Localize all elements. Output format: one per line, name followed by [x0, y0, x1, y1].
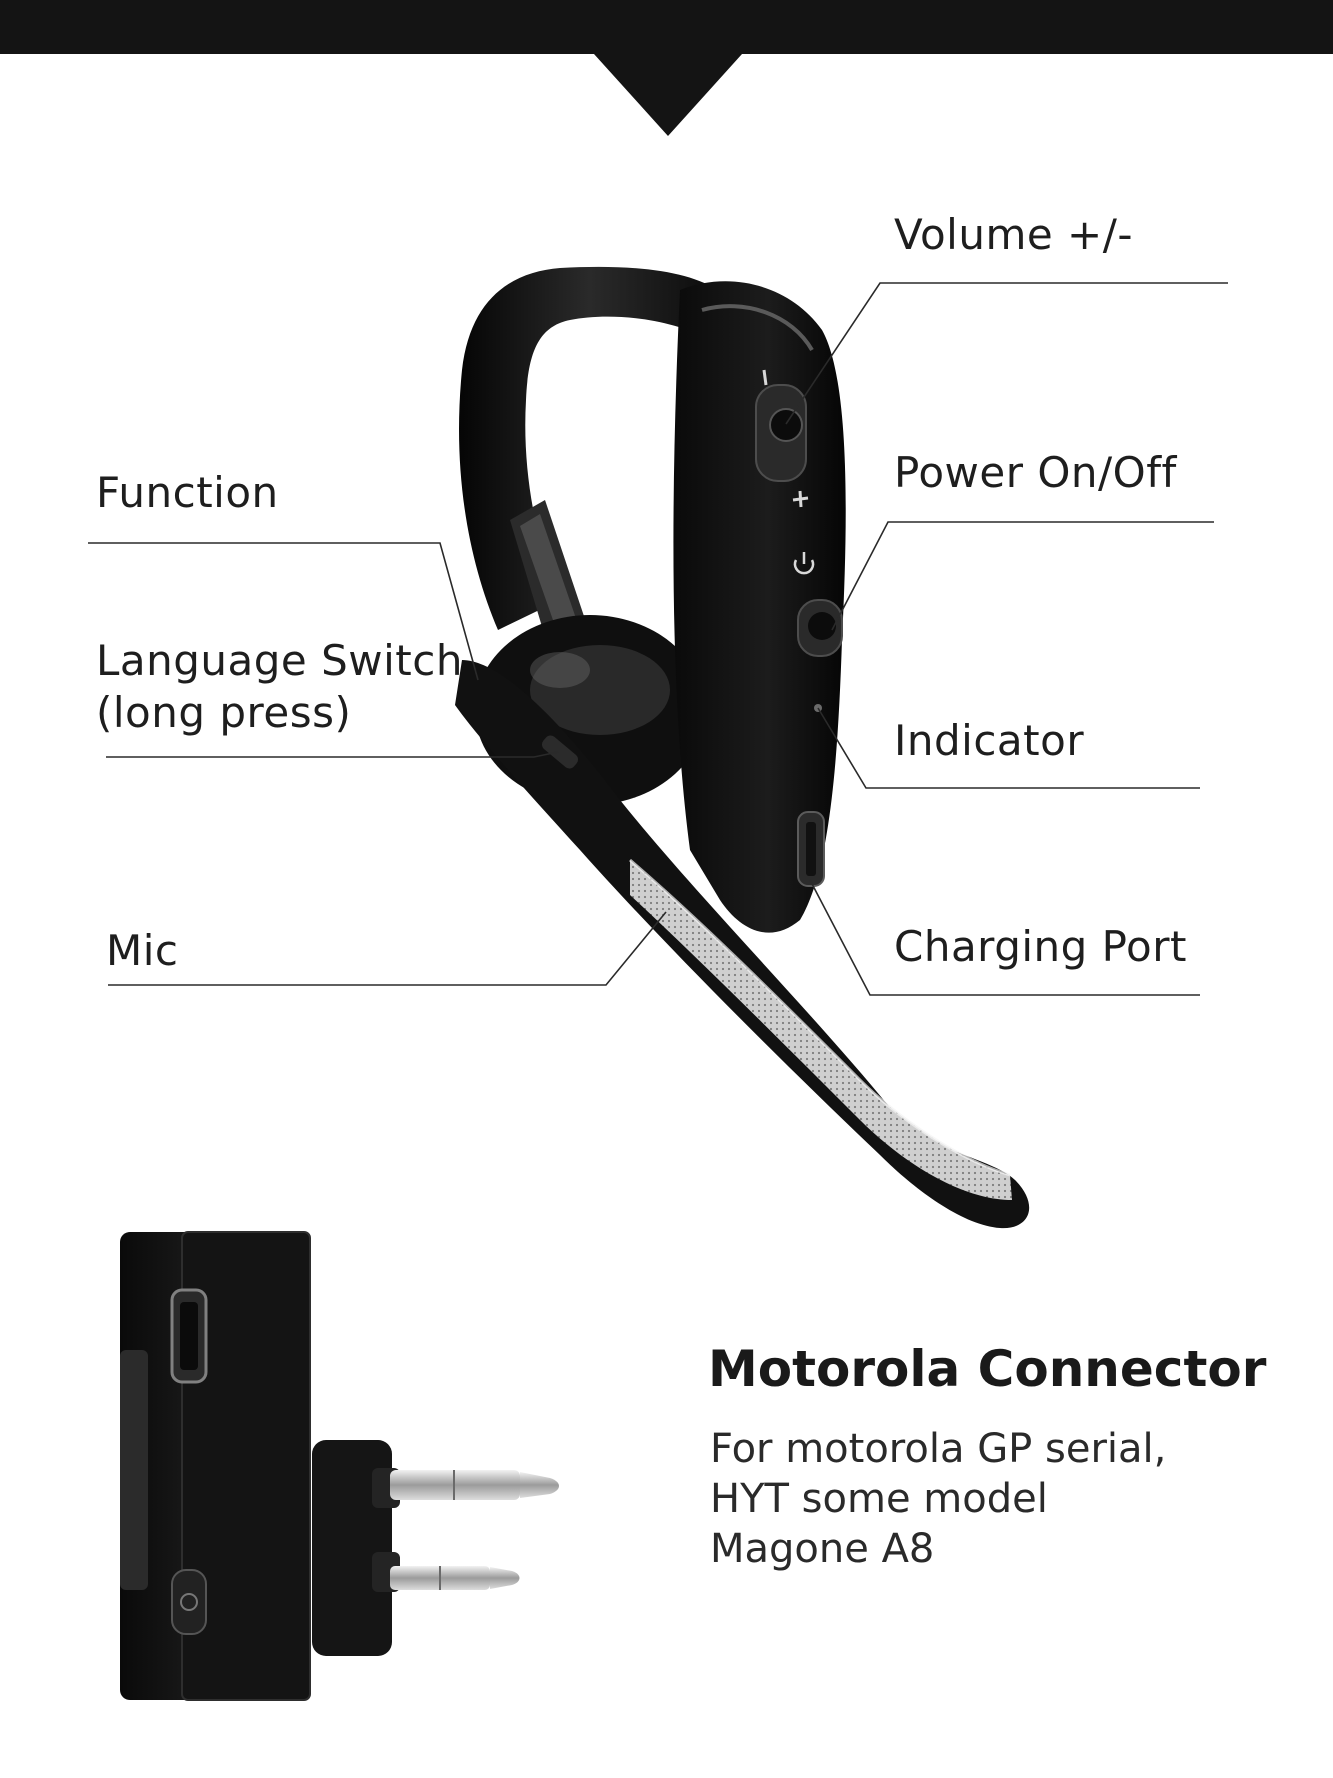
label-language-switch: Language Switch: [96, 636, 463, 685]
connector-description: For motorola GP serial, HYT some model M…: [710, 1424, 1166, 1574]
headset-body: [673, 281, 846, 933]
volume-knob: [769, 408, 803, 442]
connector-line: Magone A8: [710, 1526, 935, 1572]
motorola-adapter: [120, 1231, 559, 1701]
callout-line-language: [106, 751, 559, 758]
label-mic: Mic: [106, 926, 179, 975]
callout-line-mic: [108, 911, 667, 986]
adapter-pin-large: [390, 1470, 559, 1500]
label-long-press: (long press): [96, 688, 352, 737]
mic-side-slot: [541, 735, 579, 769]
boom-mic: [455, 660, 1030, 1229]
adapter-power-button: [171, 1569, 207, 1635]
callout-line-function: [88, 542, 479, 681]
plus-icon: [792, 490, 809, 508]
adapter-pin-small: [390, 1566, 520, 1590]
callout-line-charging: [809, 879, 1200, 996]
minus-icon: [762, 369, 768, 386]
label-charging-port: Charging Port: [894, 922, 1187, 971]
label-volume: Volume +/-: [894, 210, 1134, 259]
callout-line-power: [831, 521, 1214, 631]
connector-line: HYT some model: [710, 1476, 1048, 1522]
top-banner: [0, 0, 1333, 136]
callout-lines: [88, 282, 1228, 996]
callout-line-volume: [785, 282, 1228, 425]
label-function: Function: [96, 468, 279, 517]
callout-line-indicator: [817, 707, 1200, 789]
connector-title: Motorola Connector: [708, 1340, 1267, 1398]
power-icon: [793, 552, 815, 575]
label-power: Power On/Off: [894, 448, 1177, 497]
connector-line: For motorola GP serial,: [710, 1426, 1167, 1472]
label-indicator: Indicator: [894, 716, 1085, 765]
